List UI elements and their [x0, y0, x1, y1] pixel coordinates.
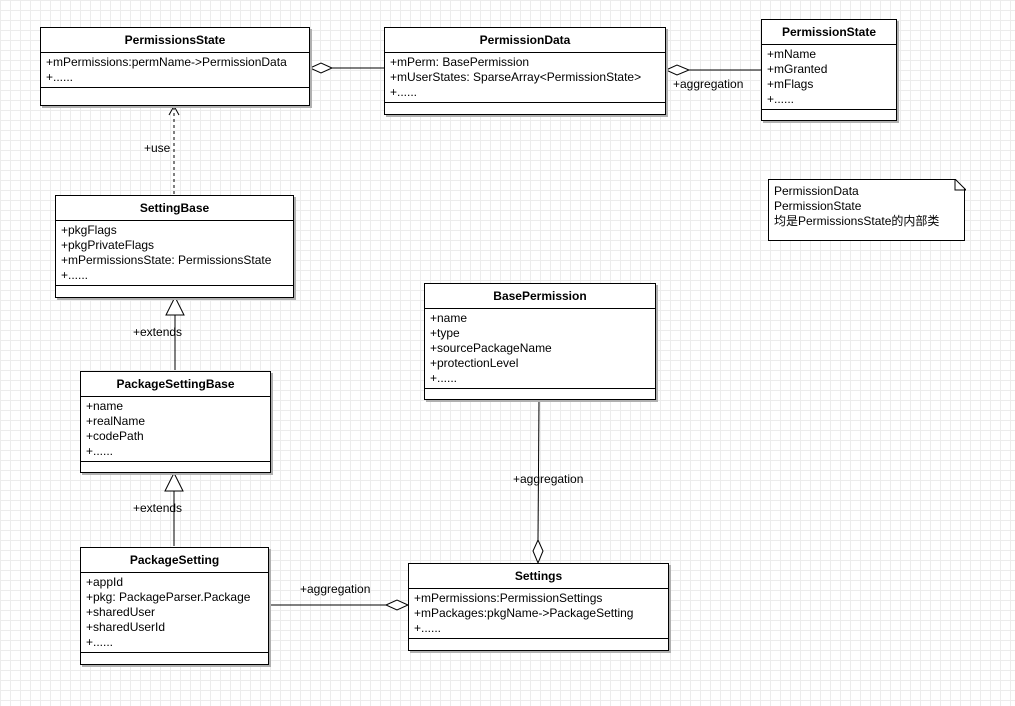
aggregation-line-basepermission-settings — [537, 399, 540, 541]
class-attribute: +...... — [390, 85, 418, 99]
class-attribute: +mPermissions:PermissionSettings — [414, 591, 603, 605]
generalization-triangle-packagesettingbase — [164, 471, 184, 492]
class-attributes: +mPermissions:PermissionSettings +mPacka… — [409, 589, 668, 639]
class-attribute: +...... — [430, 371, 458, 385]
label-aggregation-permissionstate: +aggregation — [673, 77, 744, 91]
class-permissiondata[interactable]: PermissionData +mPerm: BasePermission +m… — [384, 27, 666, 115]
class-title: PackageSetting — [81, 548, 268, 573]
class-attributes: +mPermissions:permName->PermissionData +… — [41, 53, 309, 88]
class-attribute: +protectionLevel — [430, 356, 519, 370]
note-line: PermissionState — [774, 199, 862, 213]
note-line: 均是PermissionsState的内部类 — [774, 214, 940, 228]
label-extends-settingbase: +extends — [133, 325, 183, 339]
class-basepermission[interactable]: BasePermission +name +type +sourcePackag… — [424, 283, 656, 400]
class-attribute: +mName — [767, 47, 817, 61]
aggregation-diamond-settings-top — [532, 538, 544, 565]
class-attributes: +mPerm: BasePermission +mUserStates: Spa… — [385, 53, 665, 103]
class-attribute: +mPerm: BasePermission — [390, 55, 530, 69]
label-extends-packagesettingbase: +extends — [133, 501, 183, 515]
note-inner-classes[interactable]: PermissionData PermissionState 均是Permiss… — [768, 179, 965, 241]
class-attribute: +name — [430, 311, 468, 325]
class-attribute: +...... — [86, 444, 114, 458]
class-packagesetting[interactable]: PackageSetting +appId +pkg: PackageParse… — [80, 547, 269, 665]
class-attribute: +...... — [414, 621, 442, 635]
aggregation-diamond-settings-left — [384, 599, 410, 611]
class-title: PermissionState — [762, 20, 896, 45]
class-attribute: +mUserStates: SparseArray<PermissionStat… — [390, 70, 642, 84]
note-line: PermissionData — [774, 184, 859, 198]
class-attributes: +appId +pkg: PackageParser.Package +shar… — [81, 573, 268, 653]
class-attribute: +pkg: PackageParser.Package — [86, 590, 251, 604]
label-use: +use — [144, 141, 171, 155]
class-attribute: +...... — [86, 635, 114, 649]
aggregation-diamond-permissiondata — [664, 64, 691, 76]
class-permissionsstate[interactable]: PermissionsState +mPermissions:permName-… — [40, 27, 310, 106]
class-attribute: +...... — [767, 92, 795, 106]
class-title: BasePermission — [425, 284, 655, 309]
dependency-arrowhead — [168, 104, 180, 116]
class-attributes: +pkgFlags +pkgPrivateFlags +mPermissions… — [56, 221, 293, 286]
class-attribute: +realName — [86, 414, 146, 428]
class-attribute: +mGranted — [767, 62, 828, 76]
note-fold-corner — [954, 179, 966, 191]
aggregation-diamond-permissionsstate — [308, 62, 334, 74]
class-attribute: +pkgFlags — [61, 223, 117, 237]
class-title: SettingBase — [56, 196, 293, 221]
class-attributes: +mName +mGranted +mFlags +...... — [762, 45, 896, 110]
class-title: Settings — [409, 564, 668, 589]
generalization-triangle-settingbase — [165, 295, 185, 316]
class-attribute: +mPackages:pkgName->PackageSetting — [414, 606, 634, 620]
class-attributes: +name +realName +codePath +...... — [81, 397, 270, 462]
class-title: PermissionsState — [41, 28, 309, 53]
class-attribute: +sharedUser — [86, 605, 156, 619]
class-settingbase[interactable]: SettingBase +pkgFlags +pkgPrivateFlags +… — [55, 195, 294, 298]
class-attribute: +...... — [61, 268, 89, 282]
class-attribute: +sourcePackageName — [430, 341, 552, 355]
class-settings[interactable]: Settings +mPermissions:PermissionSetting… — [408, 563, 669, 651]
class-attribute: +sharedUserId — [86, 620, 166, 634]
class-attribute: +pkgPrivateFlags — [61, 238, 155, 252]
class-attribute: +mPermissionsState: PermissionsState — [61, 253, 272, 267]
class-attribute: +name — [86, 399, 124, 413]
class-attribute: +codePath — [86, 429, 144, 443]
class-packagesettingbase[interactable]: PackageSettingBase +name +realName +code… — [80, 371, 271, 473]
class-attribute: +mFlags — [767, 77, 814, 91]
class-permissionstate[interactable]: PermissionState +mName +mGranted +mFlags… — [761, 19, 897, 121]
class-title: PackageSettingBase — [81, 372, 270, 397]
class-attributes: +name +type +sourcePackageName +protecti… — [425, 309, 655, 389]
class-attribute: +appId — [86, 575, 124, 589]
class-attribute: +mPermissions:permName->PermissionData — [46, 55, 287, 69]
label-aggregation-packagesetting: +aggregation — [300, 582, 371, 596]
label-aggregation-basepermission: +aggregation — [513, 472, 584, 486]
class-attribute: +...... — [46, 70, 74, 84]
class-title: PermissionData — [385, 28, 665, 53]
class-attribute: +type — [430, 326, 460, 340]
